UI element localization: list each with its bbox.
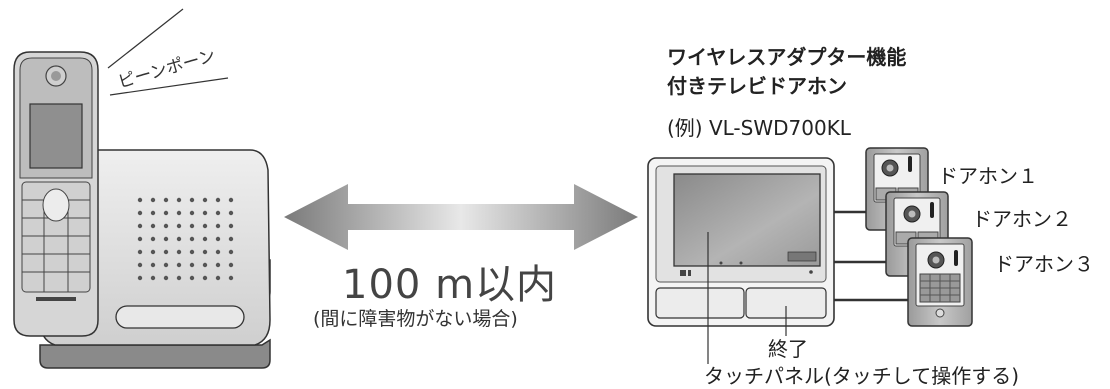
product-model: (例) VL-SWD700KL <box>667 116 851 140</box>
doorphone-3 <box>907 237 973 327</box>
distance-arrow <box>284 184 638 250</box>
monitor <box>647 157 835 327</box>
monitor-button-left <box>655 287 745 319</box>
product-title-line2: 付きテレビドアホン <box>667 74 847 98</box>
distance-value: 100 m以内 <box>342 262 558 308</box>
sound-text: ピーンポーン <box>116 46 218 93</box>
end-button-label: 終了 <box>768 337 808 361</box>
handset <box>13 51 99 337</box>
monitor-screen <box>673 173 821 267</box>
handset-mic <box>36 297 76 301</box>
sound-lines <box>107 8 229 96</box>
leader-lines <box>707 232 787 364</box>
doorphone-2-label: ドアホン２ <box>972 207 1072 231</box>
distance-condition: (間に障害物がない場合) <box>313 308 518 330</box>
doorphone-3-label: ドアホン３ <box>994 252 1094 276</box>
handset-screen <box>29 103 83 169</box>
handset-keypad <box>21 181 91 293</box>
base-button <box>115 305 245 329</box>
doorphone-1-label: ドアホン１ <box>938 164 1038 188</box>
product-title-line1: ワイヤレスアダプター機能 <box>667 45 907 69</box>
wiring-lines <box>830 210 908 302</box>
touch-panel-label: タッチパネル(タッチして操作する) <box>704 364 1020 388</box>
speaker-grille <box>137 197 234 281</box>
